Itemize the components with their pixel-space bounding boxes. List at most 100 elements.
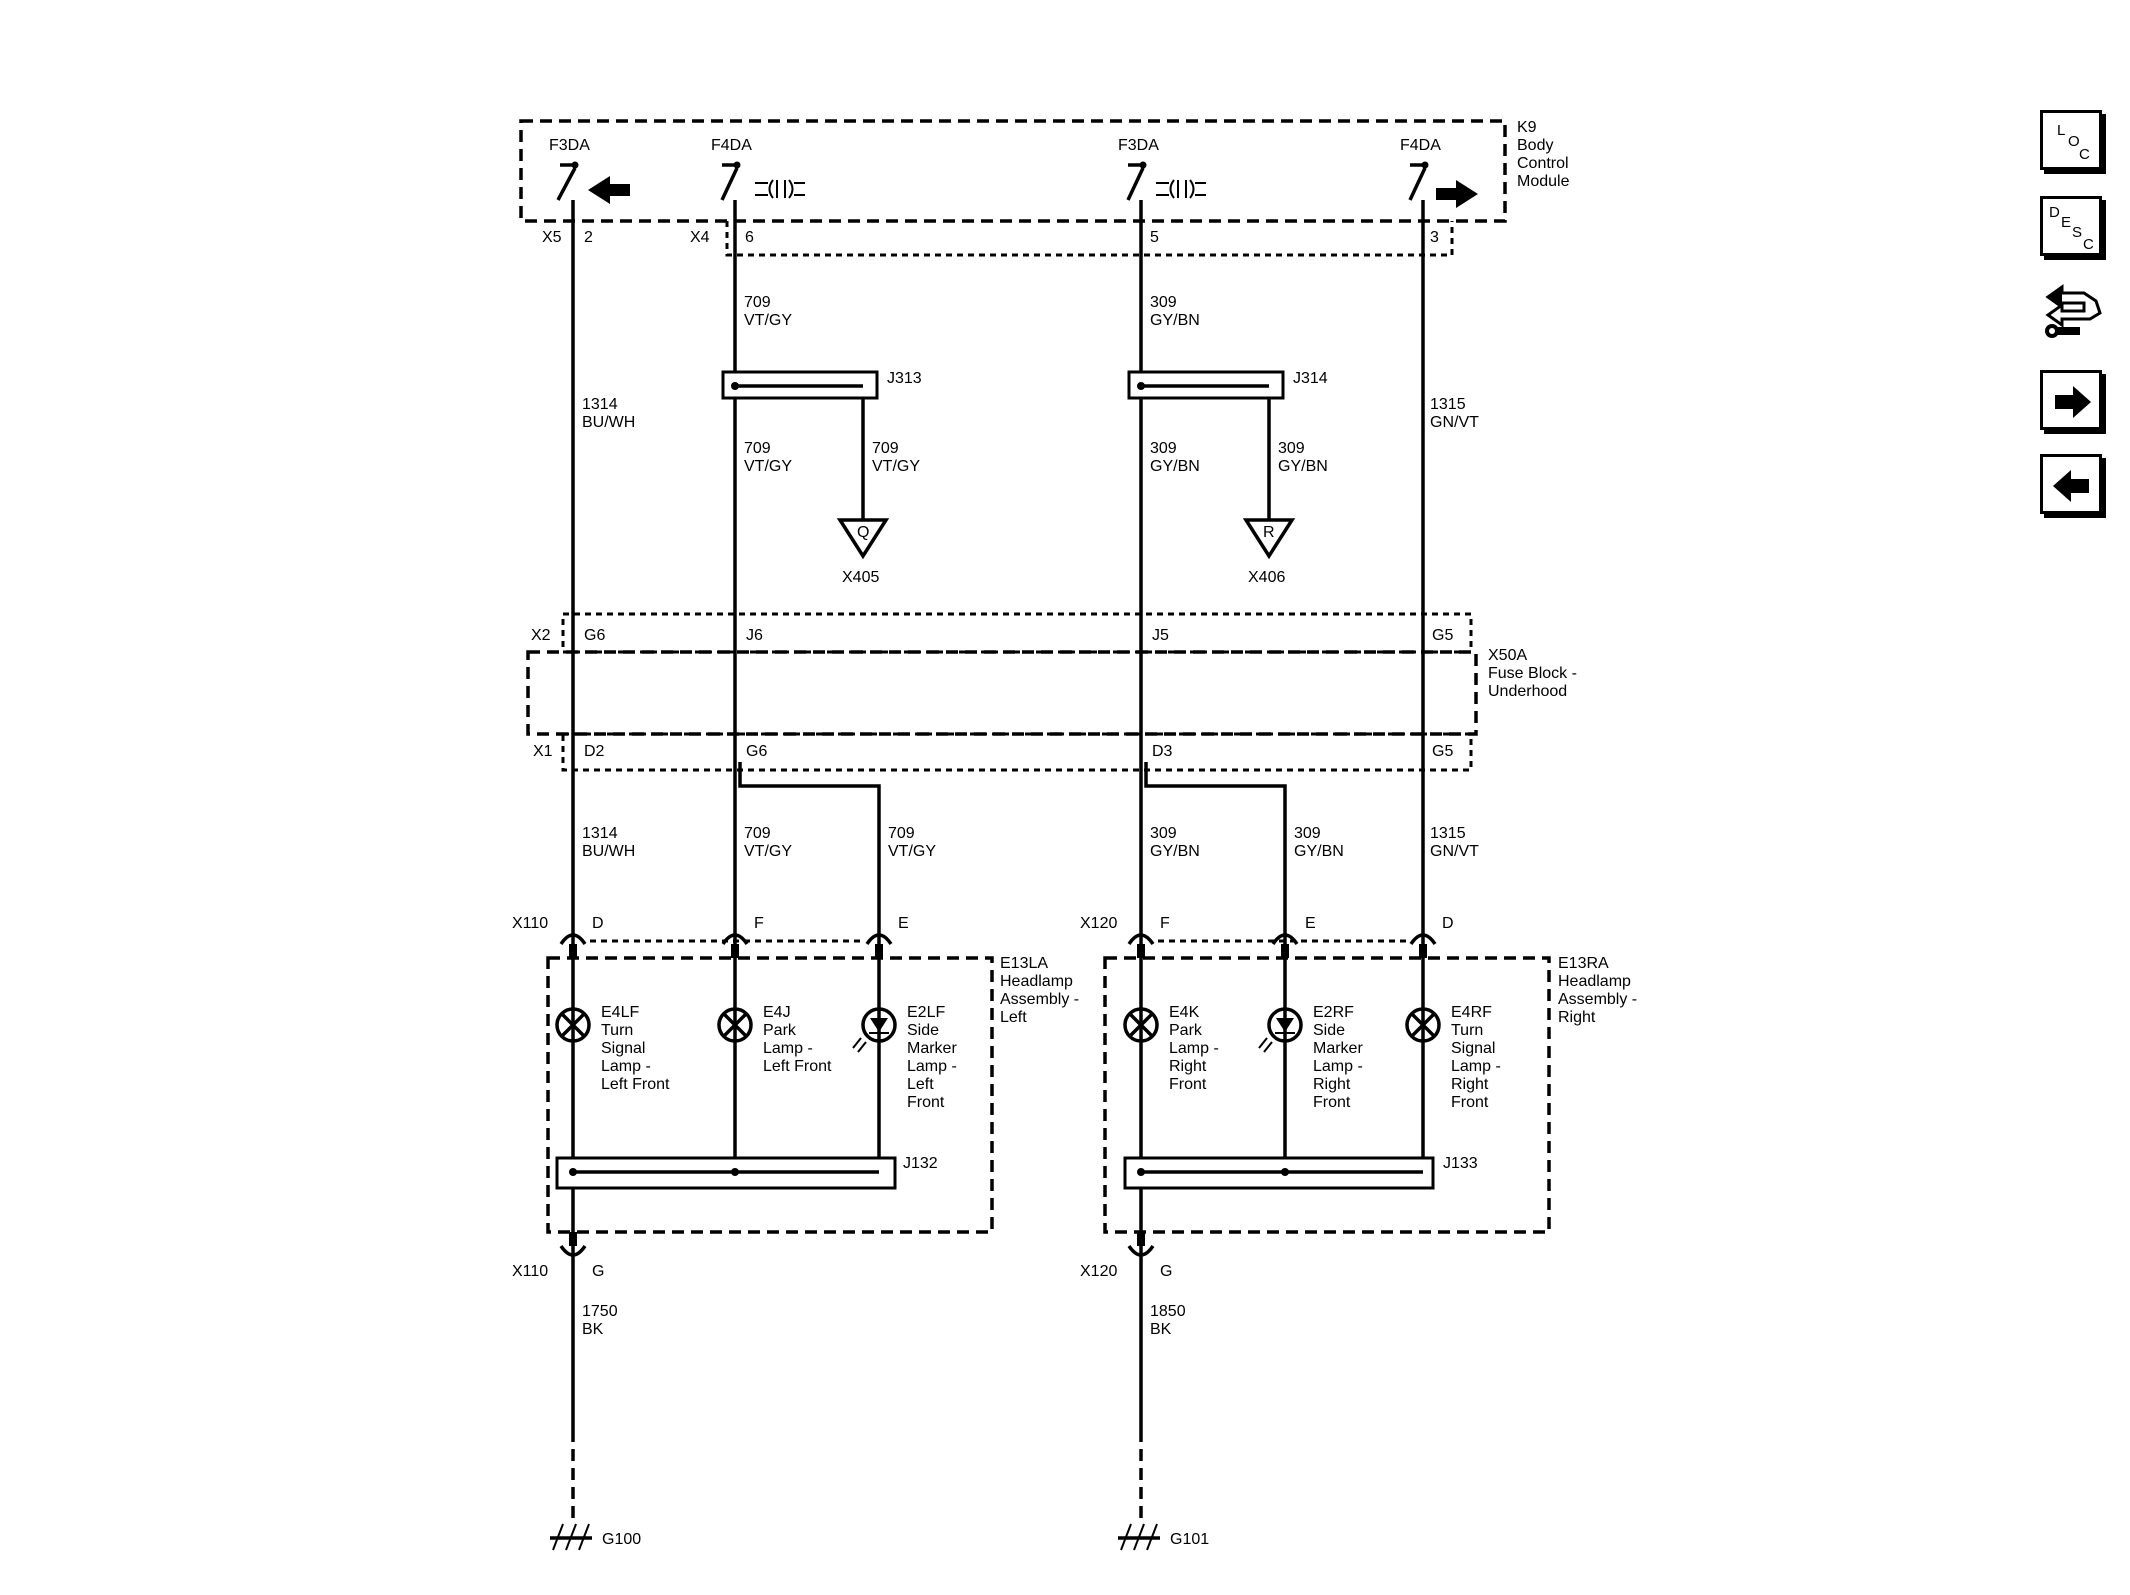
inline-connector-r: R X406 xyxy=(1242,518,1296,586)
bulb-icon xyxy=(1123,1007,1159,1043)
svg-text:Turn: Turn xyxy=(601,1022,633,1039)
svg-text:709: 709 xyxy=(872,440,899,457)
svg-text:Front: Front xyxy=(1451,1094,1489,1111)
lamp-e2rf: E2RF Side Marker Lamp - Right Front xyxy=(1258,1004,1363,1111)
svg-text:G101: G101 xyxy=(1170,1531,1209,1548)
svg-text:Lamp -: Lamp - xyxy=(907,1058,957,1075)
svg-text:E2LF: E2LF xyxy=(907,1004,945,1021)
led-icon xyxy=(1258,1007,1303,1053)
switch-icon xyxy=(720,161,741,201)
svg-text:Lamp -: Lamp - xyxy=(763,1040,813,1057)
svg-text:R: R xyxy=(1263,524,1275,541)
svg-text:2: 2 xyxy=(584,229,593,246)
svg-text:Right: Right xyxy=(1313,1076,1351,1093)
svg-text:D: D xyxy=(2049,204,2060,221)
svg-text:Left Front: Left Front xyxy=(601,1076,670,1093)
svg-text:G6: G6 xyxy=(584,627,605,644)
svg-text:E13LA: E13LA xyxy=(1000,955,1048,972)
svg-text:Front: Front xyxy=(907,1094,945,1111)
svg-text:VT/GY: VT/GY xyxy=(888,843,936,860)
connector-x120-ground: X120 G xyxy=(1080,1232,1172,1280)
svg-text:X120: X120 xyxy=(1080,915,1117,932)
svg-text:E13RA: E13RA xyxy=(1558,955,1609,972)
svg-text:Right: Right xyxy=(1169,1058,1207,1075)
svg-text:X1: X1 xyxy=(533,743,553,760)
bulb-icon xyxy=(555,1007,591,1043)
svg-text:Park: Park xyxy=(763,1022,797,1039)
svg-text:Lamp -: Lamp - xyxy=(1451,1058,1501,1075)
svg-text:BU/WH: BU/WH xyxy=(582,414,635,431)
connector-x120: X120 F E D xyxy=(1080,915,1454,958)
svg-text:J314: J314 xyxy=(1293,370,1328,387)
svg-text:VT/GY: VT/GY xyxy=(744,843,792,860)
next-page-button[interactable] xyxy=(2040,370,2102,430)
svg-text:X2: X2 xyxy=(531,627,551,644)
svg-text:Lamp -: Lamp - xyxy=(1169,1040,1219,1057)
svg-text:BK: BK xyxy=(582,1321,604,1338)
svg-text:Body: Body xyxy=(1517,137,1553,154)
svg-text:O: O xyxy=(2068,133,2080,150)
svg-text:Assembly -: Assembly - xyxy=(1000,991,1079,1008)
svg-text:X405: X405 xyxy=(842,569,879,586)
svg-text:E: E xyxy=(1305,915,1316,932)
svg-text:G6: G6 xyxy=(746,743,767,760)
svg-text:G100: G100 xyxy=(602,1531,641,1548)
svg-text:J313: J313 xyxy=(887,370,922,387)
svg-text:VT/GY: VT/GY xyxy=(744,458,792,475)
svg-text:1315: 1315 xyxy=(1430,825,1466,842)
loc-icon: L O C xyxy=(2057,122,2090,163)
svg-text:309: 309 xyxy=(1294,825,1321,842)
svg-text:VT/GY: VT/GY xyxy=(872,458,920,475)
svg-text:J6: J6 xyxy=(746,627,763,644)
previous-page-button[interactable] xyxy=(2040,454,2102,514)
wire-labels: 709 VT/GY 309 GY/BN 1314 BU/WH 1315 GN/V… xyxy=(582,294,1479,1338)
headlamp-assembly-left: E13LA Headlamp Assembly - Left xyxy=(546,955,1079,1234)
splice-j313: J313 xyxy=(721,370,922,400)
svg-text:G5: G5 xyxy=(1432,627,1453,644)
svg-text:Headlamp: Headlamp xyxy=(1000,973,1073,990)
svg-text:C: C xyxy=(2079,146,2090,163)
svg-text:BU/WH: BU/WH xyxy=(582,843,635,860)
svg-text:709: 709 xyxy=(744,440,771,457)
svg-text:E4K: E4K xyxy=(1169,1004,1200,1021)
svg-text:Turn: Turn xyxy=(1451,1022,1483,1039)
headlamp-assembly-right: E13RA Headlamp Assembly - Right xyxy=(1103,955,1637,1234)
svg-text:S: S xyxy=(2072,224,2082,241)
svg-text:309: 309 xyxy=(1150,294,1177,311)
connector-x110: X110 D F E xyxy=(512,915,909,958)
svg-text:X5: X5 xyxy=(542,229,562,246)
svg-text:Lamp -: Lamp - xyxy=(1313,1058,1363,1075)
desc-icon: D E S C xyxy=(2049,204,2094,253)
svg-text:3: 3 xyxy=(1430,229,1439,246)
splice-j314: J314 xyxy=(1127,370,1328,400)
bulb-icon xyxy=(1405,1007,1441,1043)
switch-icon xyxy=(1126,161,1147,201)
svg-text:Fuse Block -: Fuse Block - xyxy=(1488,665,1577,682)
ground-g100: G100 xyxy=(550,1430,641,1551)
svg-text:G: G xyxy=(592,1263,604,1280)
svg-text:Left Front: Left Front xyxy=(763,1058,832,1075)
svg-text:D: D xyxy=(592,915,604,932)
park-lamp-icon xyxy=(1156,179,1206,199)
svg-text:Marker: Marker xyxy=(907,1040,957,1057)
svg-text:J133: J133 xyxy=(1443,1155,1478,1172)
pin-f4da-left: F4DA xyxy=(711,137,752,154)
park-lamp-icon xyxy=(755,179,805,199)
pin-f3da-left: F3DA xyxy=(549,137,590,154)
svg-text:G: G xyxy=(1160,1263,1172,1280)
svg-text:Signal: Signal xyxy=(1451,1040,1495,1057)
svg-text:GN/VT: GN/VT xyxy=(1430,843,1479,860)
arrow-right-icon xyxy=(2055,386,2091,418)
svg-text:GY/BN: GY/BN xyxy=(1294,843,1344,860)
svg-text:1850: 1850 xyxy=(1150,1303,1186,1320)
description-button[interactable]: D E S C xyxy=(2040,196,2102,256)
connector-repair-button[interactable] xyxy=(2040,275,2110,345)
svg-text:Lamp -: Lamp - xyxy=(601,1058,651,1075)
svg-text:X406: X406 xyxy=(1248,569,1285,586)
svg-text:E4J: E4J xyxy=(763,1004,791,1021)
left-arrow-icon xyxy=(588,176,630,204)
svg-text:309: 309 xyxy=(1150,825,1177,842)
svg-text:Headlamp: Headlamp xyxy=(1558,973,1631,990)
location-button[interactable]: L O C xyxy=(2040,110,2102,170)
connector-wrench-icon xyxy=(2045,284,2102,338)
